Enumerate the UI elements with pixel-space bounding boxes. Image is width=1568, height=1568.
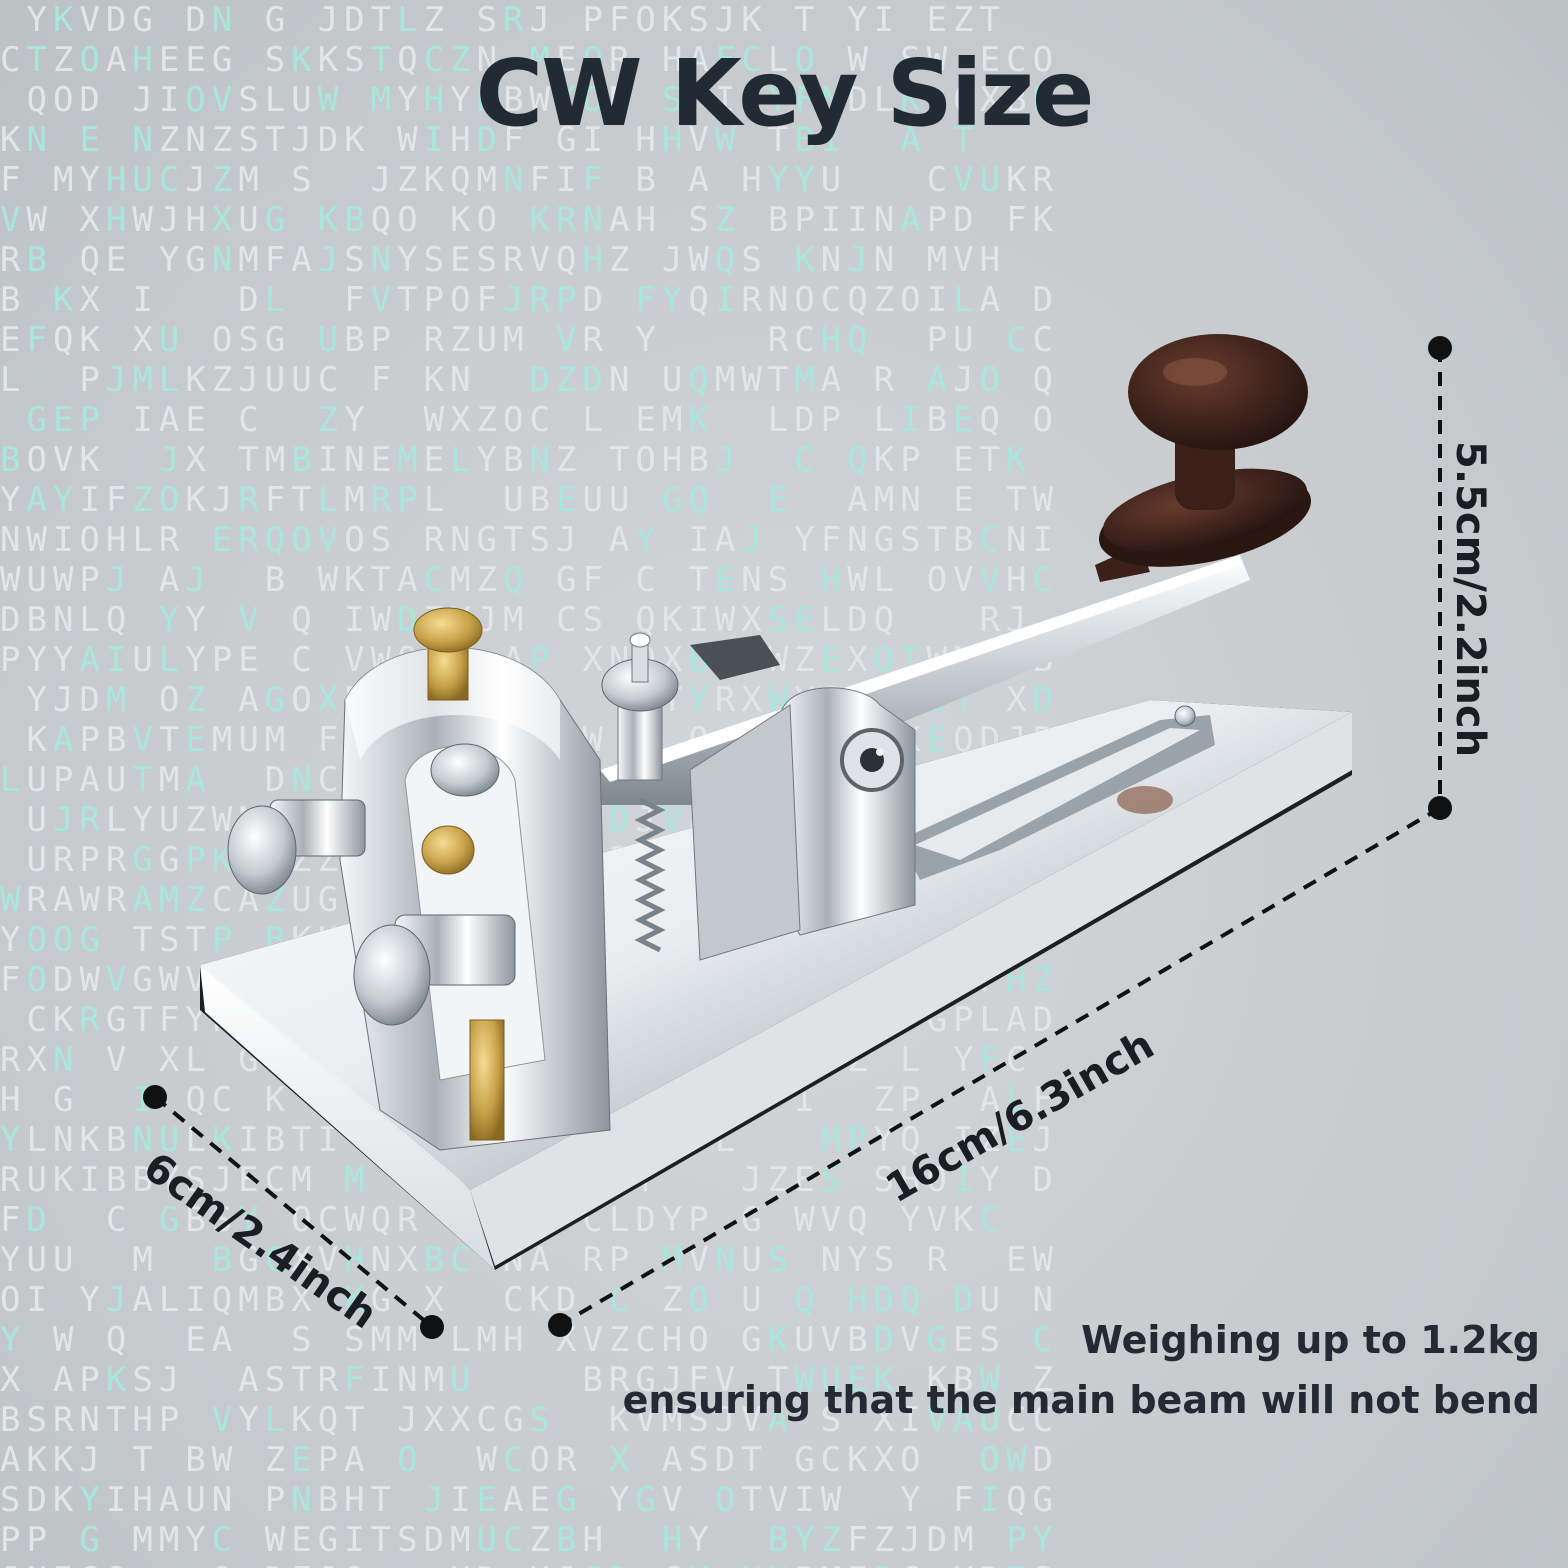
- background-letter-row: PP G MMYC WEGITSDMUCZBH HY BYZFZJDM PY: [0, 1520, 1060, 1560]
- rear-spring-assembly: [900, 705, 1215, 880]
- dimension-endpoints: [143, 336, 1452, 1339]
- beam-caption: ensuring that the main beam will not ben…: [622, 1378, 1540, 1422]
- background-letter-row: NWIOHLR ERQOVOS RNGTSJ AY IAJ YFNGSTBCNI: [0, 520, 1059, 560]
- background-letter-row: YAYIFZOKJRFTLMRPL UBEUU GQ E AMN E TW: [0, 480, 1060, 520]
- wooden-knob: [1098, 334, 1312, 567]
- background-letter-row: OI YJALIQMBX KG X CKD C ZO U Q HDQ DU N: [0, 1280, 1060, 1320]
- height-dimension-label: 5.5cm/2.2inch: [1447, 441, 1493, 758]
- chrome-thumbscrew-left: [227, 799, 366, 895]
- weight-caption: Weighing up to 1.2kg: [1081, 1318, 1540, 1362]
- background-letter-row: JNIGQ O DFJQ HD HJGD CK UNPMEBC XRES: [0, 1560, 1568, 1568]
- dimension-lines: [153, 348, 1442, 1329]
- background-letter-row: BSRNTHP VYLKQT JXXCGS KVMSJVA S XIVAUCC: [0, 1400, 1059, 1440]
- background-letter-row: F MYHUCJZM S JZKQMNFIF B A HYYU CVUKR: [0, 160, 1060, 200]
- background-letter-row: GEP IAE C ZY WXZOC L EMK LDP LIBEQ O: [26, 400, 1059, 440]
- background-letter-row: EFQK XU OSG UBP RZUM VR Y RCHQ PU CC: [0, 320, 1059, 360]
- background-letter-row: YUU M BGCXVHNXBC NA RP MVNUS NYS R EW: [0, 1240, 1059, 1280]
- brass-thumbscrew-top: [413, 607, 483, 701]
- background-letter-row: BOVK JX TMBINEMELYBNZ TOHBJ C QKP ETK: [0, 440, 1033, 480]
- background-letter-row: AKKJ T BW ZEPA O WCOR X ASDT GCKXO OWD: [0, 1440, 1059, 1480]
- background-letter-row: YKVDG DN G JDTLZ SRJ PFOKSJK T YI EZT: [0, 0, 1059, 40]
- background-letter-row: WUWPJ AJ B WKTACMZQ GF C TENS HWL OVVHC: [0, 560, 1059, 600]
- background-letter-row: RB QE YGNMFAJSNYSESRVQHZ JWQS KNJN MVH: [0, 240, 1060, 280]
- background-letter-row: X APKSJ ASTRFINMU BRGJFV TWUEK KBW Z: [0, 1360, 1059, 1400]
- background-letter-row: KN E NZNZSTJDK WIHDF GI HHVW TBI A T: [0, 120, 980, 160]
- background-letter-row: Y W Q EA S SMM LMH XVZCHO GKUVBDVGES C: [0, 1320, 1059, 1360]
- background-letter-row: CTZOAHEEG SKKSTQCZN MEOR HAFCLO W SW ECO: [0, 40, 1060, 80]
- pivot-block: [689, 687, 916, 961]
- chrome-thumbscrew-front: [353, 743, 516, 1026]
- contact-adjust-screw: [601, 632, 780, 781]
- background-letter-row: SDKYIHAUN PNBHT JIEAEG YGV OTVIW Y FIQG: [0, 1480, 1060, 1520]
- brass-thumbscrew-lower: [421, 825, 505, 1141]
- background-letter-row: L PJMLKZJUUC F KN DZDN UQMWTMA R AJO Q: [0, 360, 1060, 400]
- tension-spring: [634, 797, 666, 953]
- background-letter-row: QOD JIOVSLUW MYHYHBWKON S ICYFNDLK QXBD: [0, 80, 1060, 120]
- background-letter-row: B KX I DL FVTPOFJRPD FYQIRNOCQZOILA D: [0, 280, 1060, 320]
- page-title: CW Key Size: [475, 40, 1095, 147]
- background-letter-row: VW XHWJHXUG KBQO KO KRNAH SZ BPIINAPD FK: [0, 200, 1060, 240]
